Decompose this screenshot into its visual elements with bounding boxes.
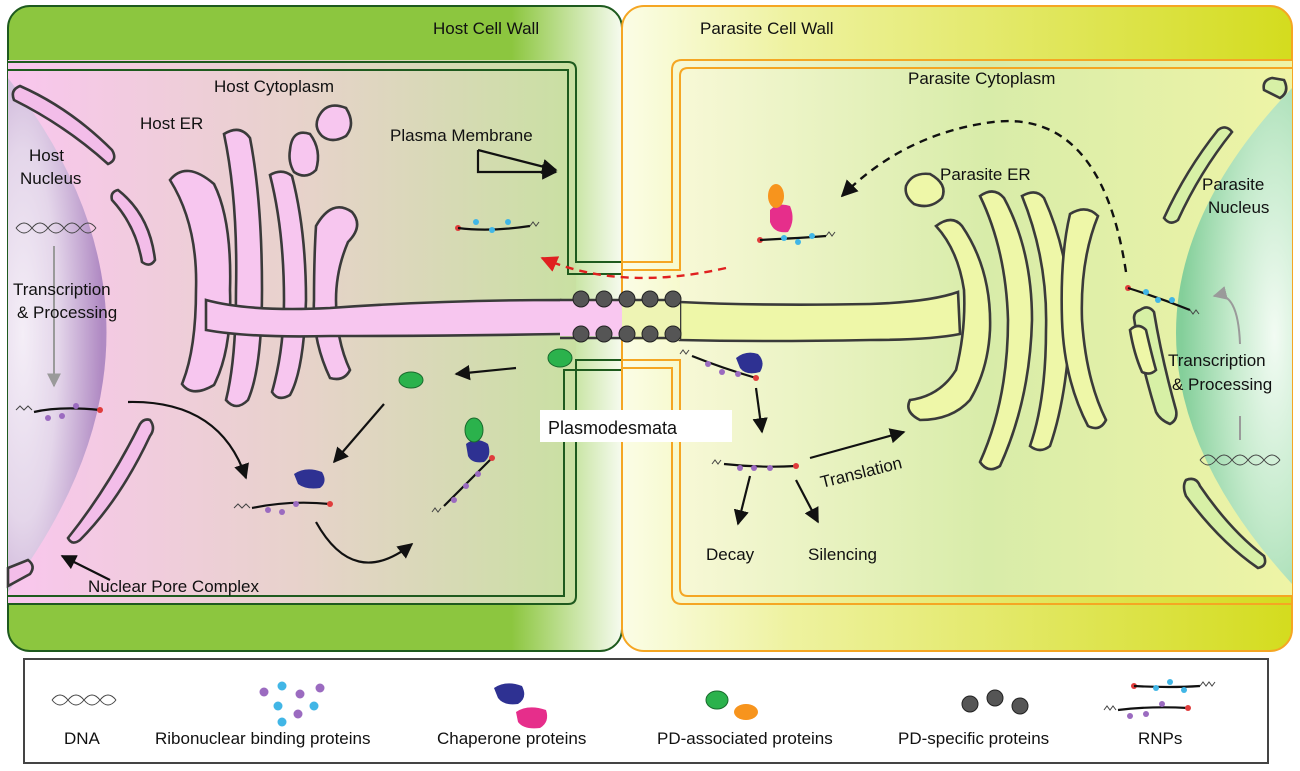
- host-cytoplasm-label: Host Cytoplasm: [214, 77, 334, 96]
- host-plasma-membrane-lower: [8, 359, 622, 605]
- legend-label-rbp: Ribonuclear binding proteins: [155, 729, 370, 748]
- desmotubule-host: [560, 300, 622, 336]
- parasite-transcription-label-2: & Processing: [1172, 375, 1272, 394]
- parasite-plasma-membrane: [622, 59, 1292, 271]
- chaperone-icon: [494, 683, 548, 729]
- parasite-er-label: Parasite ER: [940, 165, 1031, 184]
- host-rna-cytoplasm: [233, 469, 333, 515]
- legend-label-pd-specific: PD-specific proteins: [898, 729, 1049, 748]
- parasite-nucleus: [1176, 88, 1292, 584]
- legend-label-dna: DNA: [64, 729, 101, 748]
- parasite-cell: [621, 5, 1293, 652]
- legend-label-chaperone: Chaperone proteins: [437, 729, 586, 748]
- legend-label-pd-associated: PD-associated proteins: [657, 729, 833, 748]
- plasmodesmata-channel: [547, 290, 682, 368]
- pd-associated-icon: [705, 690, 758, 720]
- parasite-er: [678, 172, 1158, 471]
- host-nucleus-label-1: Host: [29, 146, 64, 165]
- nuclear-pore-complex-label: Nuclear Pore Complex: [88, 577, 260, 596]
- plasma-membrane-label: Plasma Membrane: [390, 126, 533, 145]
- dna-icon: [51, 694, 117, 706]
- parasite-rna-nucleus: [1125, 285, 1200, 315]
- host-dna-glyph: [15, 222, 97, 234]
- decay-label: Decay: [706, 545, 755, 564]
- pd-specific-icon: [961, 689, 1029, 715]
- legend: DNA Ribonuclear binding proteins Chapero…: [23, 658, 1269, 764]
- parasite-plasma-membrane-lower: [622, 359, 1292, 605]
- host-rnp-complex: [431, 417, 495, 513]
- parasite-cell-wall-label: Parasite Cell Wall: [700, 19, 834, 38]
- host-rna-nucleus: [15, 403, 103, 421]
- pd-specific-proteins-bottom: [572, 325, 682, 343]
- parasite-nucleus-label-2: Nucleus: [1208, 198, 1269, 217]
- labels: Host Cell Wall Parasite Cell Wall Host C…: [13, 19, 1272, 596]
- host-nuclear-envelope: [6, 84, 157, 589]
- parasite-rnp-top: [757, 184, 836, 245]
- silencing-label: Silencing: [808, 545, 877, 564]
- host-rnp-outbound: [455, 219, 540, 233]
- plasmodesmata-label-box: [540, 410, 732, 442]
- parasite-rna-mid: [711, 459, 799, 471]
- black-dashed-arrow: [840, 119, 1128, 273]
- red-dashed-arrow: [540, 256, 727, 280]
- host-nucleus: [8, 78, 107, 592]
- parasite-rna-channel-exit: [679, 349, 763, 381]
- parasite-cytoplasm-label: Parasite Cytoplasm: [908, 69, 1055, 88]
- process-arrows: [47, 119, 1241, 581]
- rbp-icon: [259, 681, 325, 727]
- rnp-icon: [1103, 679, 1216, 719]
- pd-specific-proteins-top: [572, 290, 682, 308]
- parasite-transcription-label-1: Transcription: [1168, 351, 1266, 370]
- host-nucleus-label-2: Nucleus: [20, 169, 81, 188]
- host-transcription-label-2: & Processing: [17, 303, 117, 322]
- host-er: [168, 104, 582, 408]
- parasite-nucleus-label-1: Parasite: [1202, 175, 1264, 194]
- pd-associated-protein-at-channel: [547, 348, 573, 368]
- host-cell-wall-label: Host Cell Wall: [433, 19, 539, 38]
- host-transcription-label-1: Transcription: [13, 280, 111, 299]
- plasmodesmata-label: Plasmodesmata: [548, 418, 678, 438]
- pd-associated-protein-host: [398, 371, 424, 389]
- chaperone-blue-host: [294, 469, 325, 489]
- legend-label-rnp: RNPs: [1138, 729, 1182, 748]
- host-cell: [6, 5, 623, 652]
- legend-box: [23, 658, 1269, 764]
- host-er-label: Host ER: [140, 114, 203, 133]
- parasite-dna-glyph: [1199, 454, 1281, 466]
